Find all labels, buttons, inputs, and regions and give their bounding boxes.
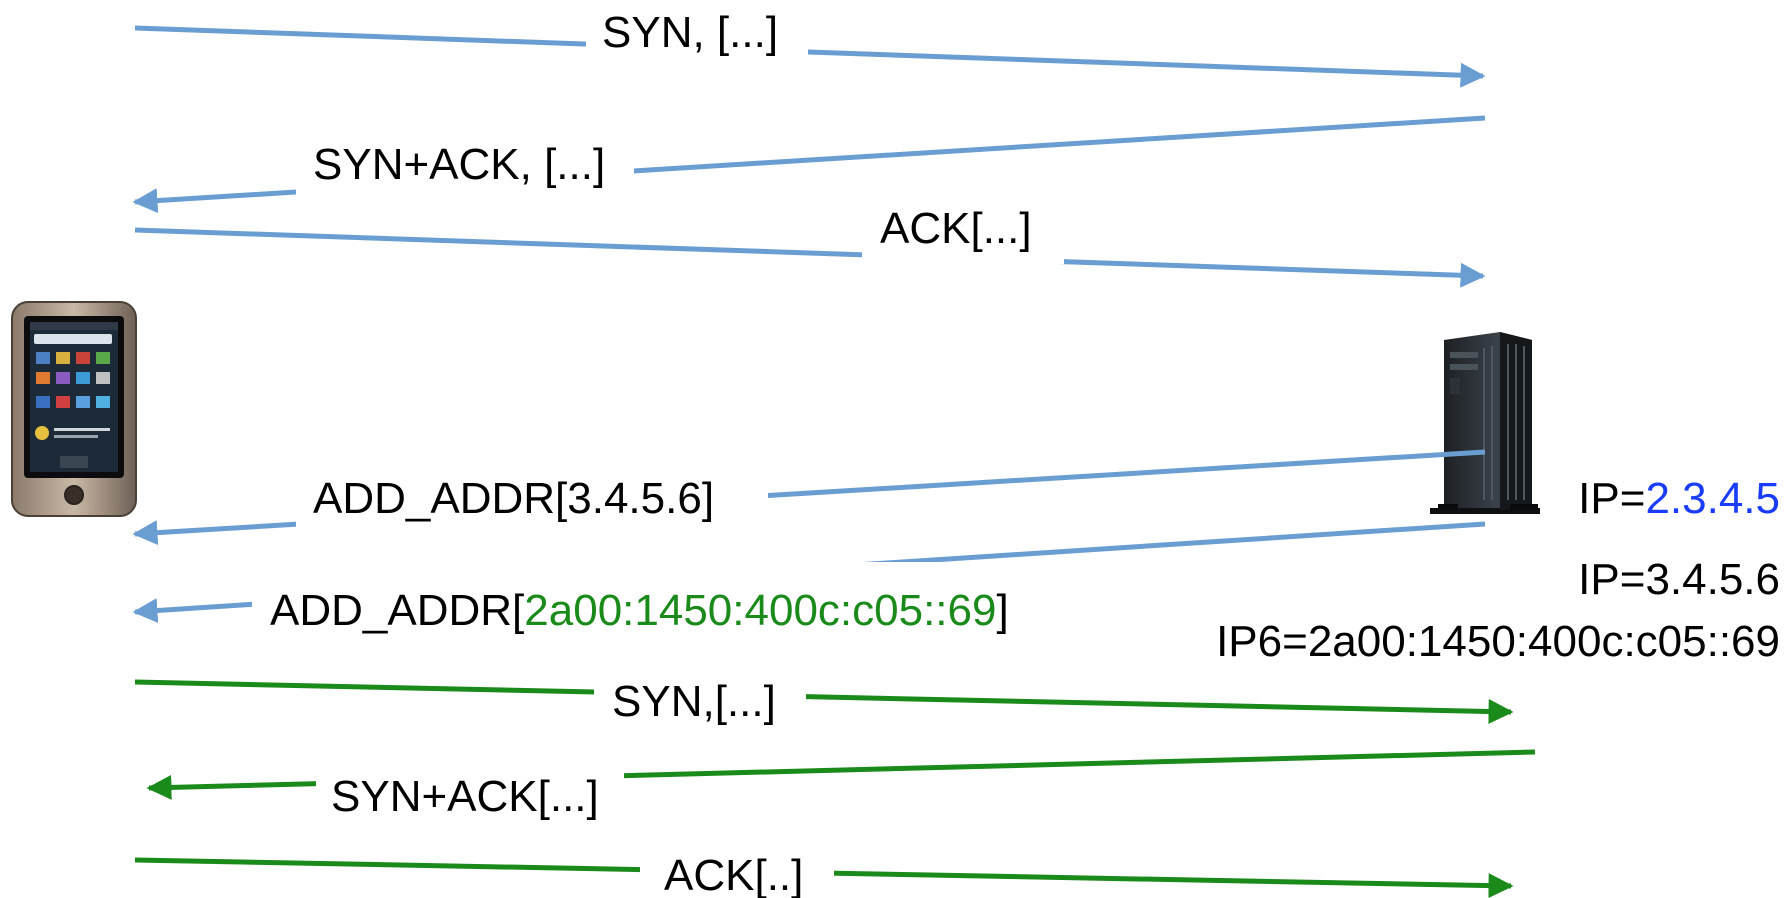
ack-arrow bbox=[134, 227, 1486, 288]
new-synack-label: SYN+ACK[...] bbox=[331, 772, 599, 821]
server-ip6: IP6=2a00:1450:400c:c05::69 bbox=[1216, 617, 1780, 666]
server-addresses: IP=2.3.4.5 IP=3.4.5.6 IP6=2a00:1450:400c… bbox=[1216, 474, 1780, 666]
new-syn-arrow bbox=[134, 679, 1514, 725]
server-ip-secondary: IP=3.4.5.6 bbox=[1578, 555, 1780, 604]
new-syn-label: SYN,[...] bbox=[612, 677, 776, 726]
add-addr-v6-suffix: ] bbox=[996, 586, 1008, 635]
syn-label: SYN, [...] bbox=[602, 8, 778, 57]
new-ack-label: ACK[..] bbox=[664, 851, 803, 898]
syn-arrow bbox=[134, 25, 1486, 88]
synack-label: SYN+ACK, [...] bbox=[313, 140, 605, 189]
message-labels: SYN, [...] SYN+ACK, [...] ACK[...] ADD_A… bbox=[270, 8, 1032, 898]
add-addr-v6-label: ADD_ADDR[2a00:1450:400c:c05::69] bbox=[270, 586, 1009, 635]
smartphone-icon bbox=[11, 301, 137, 517]
server-ip-primary-value: 2.3.4.5 bbox=[1645, 474, 1780, 523]
server-ip-primary: IP=2.3.4.5 bbox=[1578, 474, 1780, 523]
add-addr-v6-value: 2a00:1450:400c:c05::69 bbox=[524, 586, 996, 635]
add-addr-v4-label: ADD_ADDR[3.4.5.6] bbox=[313, 474, 714, 523]
server-ip-primary-prefix: IP= bbox=[1578, 474, 1645, 523]
server-tower-icon bbox=[1430, 332, 1540, 514]
add-addr-v6-prefix: ADD_ADDR[ bbox=[270, 586, 524, 635]
ack-label: ACK[...] bbox=[880, 204, 1032, 253]
label-backgrounds bbox=[252, 0, 1078, 898]
